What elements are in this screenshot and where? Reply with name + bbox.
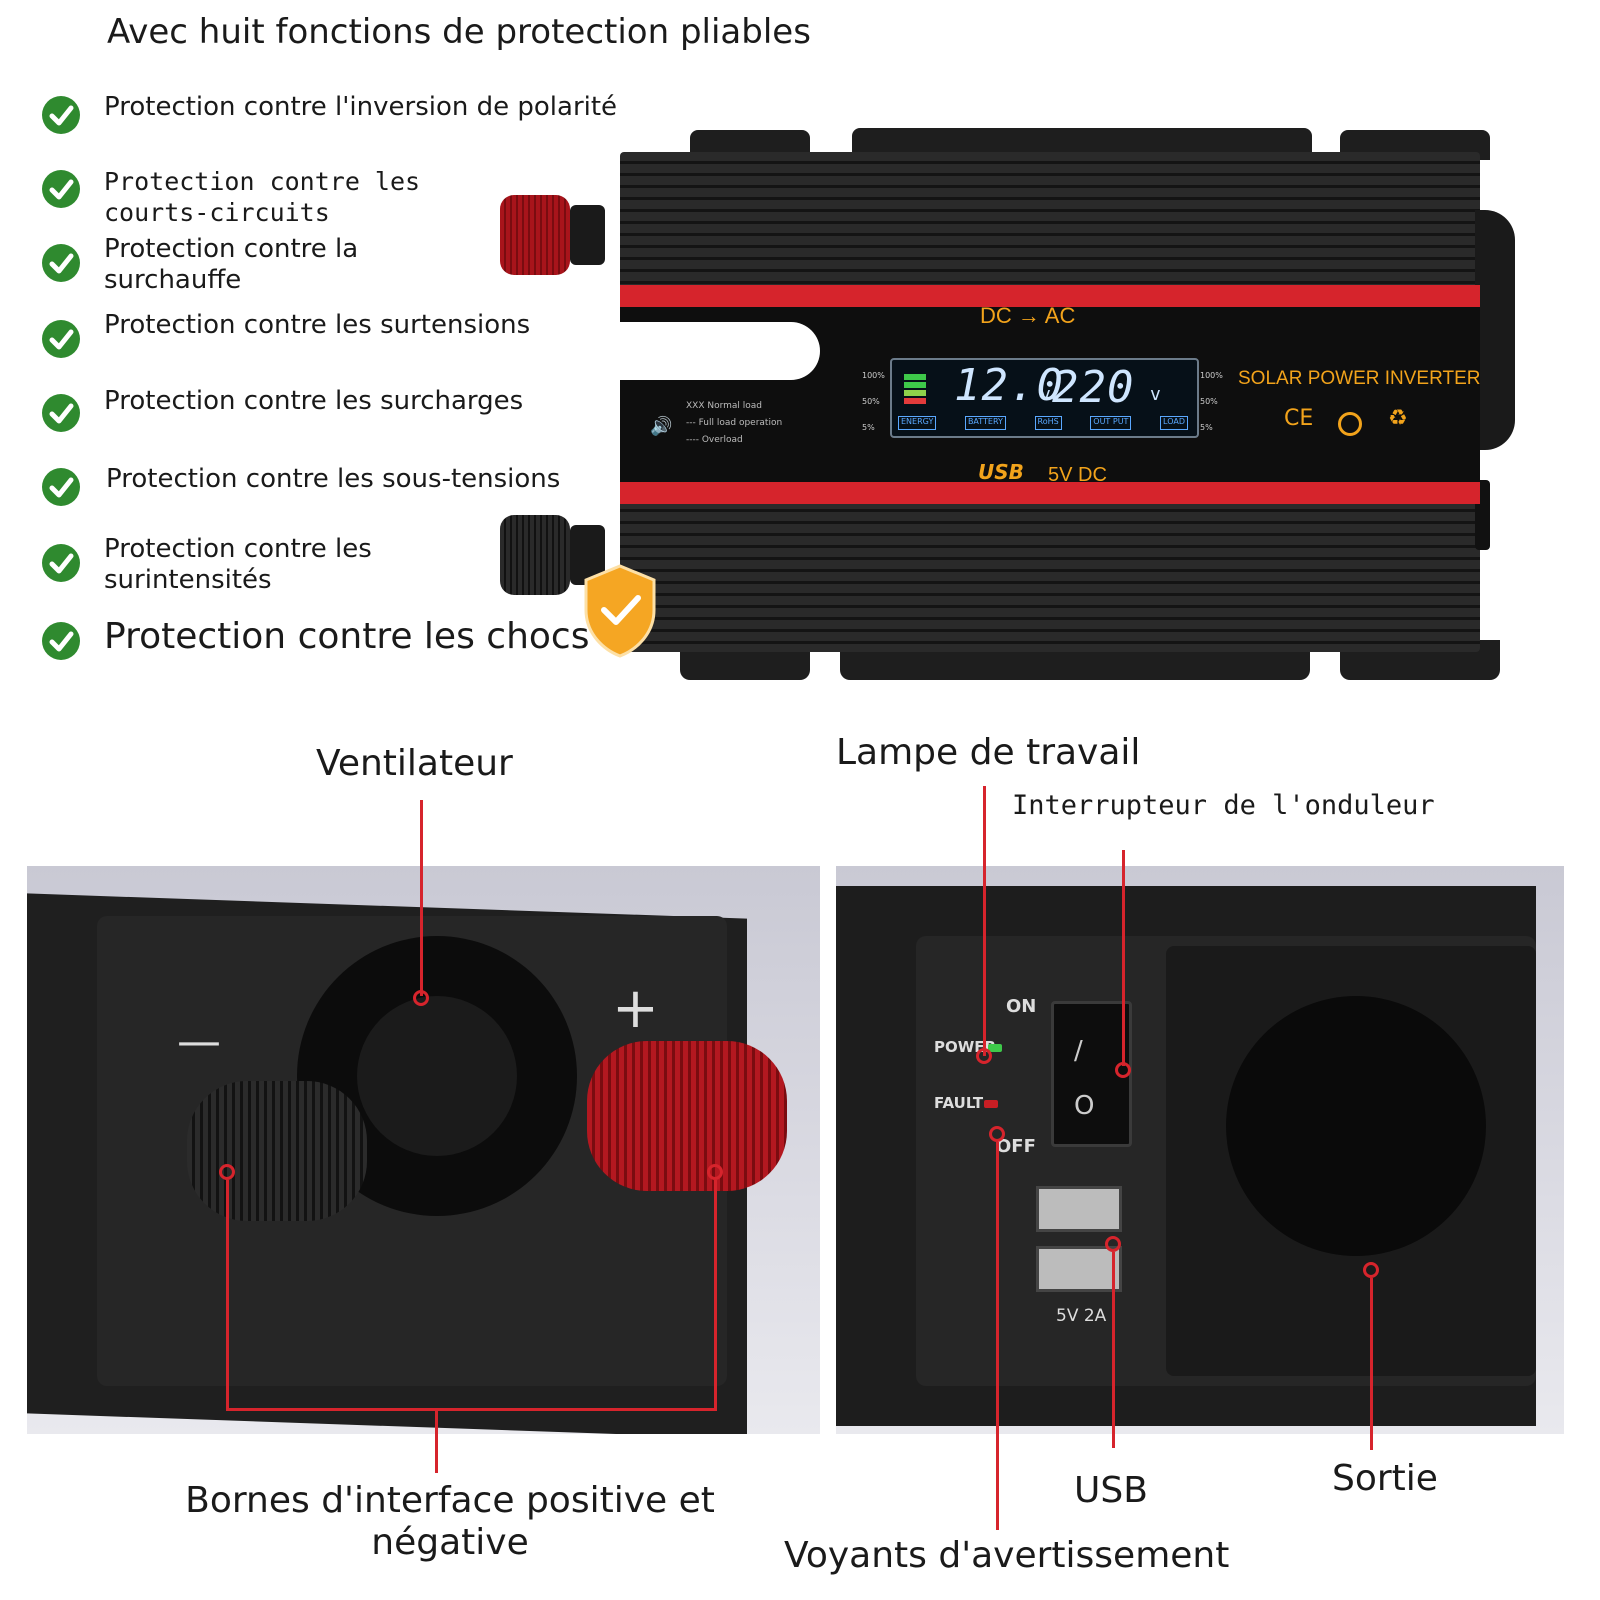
fault-label: FAULT (934, 1094, 984, 1112)
feature-label: Protection contre les chocs (104, 616, 590, 657)
usb-voltage: 5V DC (1048, 464, 1107, 486)
level-left: 50% (862, 397, 880, 406)
level-right: 5% (1200, 423, 1213, 432)
feature-label: Protection contre les surtensions (104, 310, 531, 340)
fan-side-photo: — + (27, 866, 820, 1434)
feature-item: Protection contre les sous-tensions (0, 464, 620, 524)
brand-label: SOLAR POWER INVERTER (1238, 368, 1481, 389)
feature-item: Protection contre les surtensions (0, 310, 620, 376)
input-unit: v (1040, 384, 1051, 405)
on-label: ON (1006, 996, 1037, 1017)
speaker-icon: 🔊 (650, 416, 673, 437)
lcd-display: 12.0 220 v v ENERGY BATTERY RoHS OUT PUT… (890, 358, 1199, 438)
usb-port[interactable] (1036, 1246, 1122, 1292)
check-icon (42, 394, 80, 432)
input-voltage: 12.0 (954, 360, 1064, 411)
level-right: 100% (1200, 371, 1223, 380)
ac-socket (1226, 996, 1486, 1256)
caption-usb: USB (1074, 1470, 1148, 1511)
feature-label: Protection contre l'inversion de polarit… (104, 92, 618, 122)
feature-label: Protection contre les sous-tensions (106, 464, 561, 494)
page-title: Avec huit fonctions de protection pliabl… (107, 12, 811, 52)
caption-work-lamp: Lampe de travail (836, 732, 1141, 773)
switch-on-mark: / (1074, 1036, 1083, 1066)
check-icon (42, 244, 80, 282)
output-voltage: 220 (1052, 362, 1135, 413)
level-right: 50% (1200, 397, 1218, 406)
feature-label: Protection contre les courts-circuits (104, 167, 421, 227)
positive-terminal (500, 195, 570, 275)
mode-label: DC → AC (980, 303, 1076, 328)
power-led (988, 1044, 1002, 1052)
positive-terminal (587, 1041, 787, 1191)
switch-off-mark: O (1074, 1091, 1095, 1121)
inverter-product: DC → AC 12.0 220 v v ENERGY BATTERY RoHS… (500, 120, 1570, 685)
plus-sign: + (612, 976, 659, 1041)
legend-item: XXX Normal load (686, 401, 763, 411)
feature-item: Protection contre la surchauffe (0, 234, 620, 300)
ce-mark: CE (1284, 406, 1314, 431)
off-label: OFF (996, 1136, 1036, 1157)
legend-item: --- Full load operation (686, 418, 783, 428)
feature-item: Protection contre les surintensités (0, 534, 620, 600)
feature-item: Protection contre les courts-circuits (0, 166, 620, 227)
usb-port[interactable] (1036, 1186, 1122, 1232)
fan-hub (357, 996, 517, 1156)
feature-item: Protection contre les surcharges (0, 386, 620, 450)
check-icon (42, 622, 80, 660)
check-icon (42, 468, 80, 506)
caption-warning: Voyants d'avertissement (784, 1535, 1230, 1576)
check-icon (42, 96, 80, 134)
feature-item: Protection contre l'inversion de polarit… (0, 92, 620, 152)
feature-label: Protection contre les surcharges (104, 386, 524, 416)
fault-led (984, 1100, 998, 1108)
socket-side-photo: / O ON OFF POWER FAULT 5V 2A (836, 866, 1564, 1434)
negative-terminal (500, 515, 570, 595)
feature-label: Protection contre les surintensités (104, 534, 372, 595)
caption-output: Sortie (1332, 1458, 1438, 1499)
negative-terminal (187, 1081, 367, 1221)
shield-icon (584, 564, 656, 658)
lcd-tag: LOAD (1160, 416, 1188, 430)
lcd-tag: ENERGY (898, 416, 937, 430)
lcd-tag: BATTERY (964, 416, 1006, 430)
lcd-tag: OUT PUT (1090, 416, 1132, 430)
usb-label: USB (978, 460, 1024, 484)
caption-terminals: Bornes d'interface positive et négative (185, 1480, 715, 1563)
output-unit: v (1150, 384, 1161, 405)
feature-item: Protection contre les chocs (0, 616, 620, 678)
feature-label: Protection contre la surchauffe (104, 234, 359, 295)
usb-rating: 5V 2A (1056, 1306, 1107, 1326)
minus-sign: — (177, 1016, 221, 1067)
certification-icon (1338, 412, 1362, 436)
check-icon (42, 544, 80, 582)
check-icon (42, 170, 80, 208)
level-left: 5% (862, 423, 875, 432)
check-icon (42, 320, 80, 358)
legend-item: ---- Overload (686, 435, 743, 445)
recycle-icon: ♻ (1388, 406, 1408, 431)
level-left: 100% (862, 371, 885, 380)
caption-fan: Ventilateur (316, 743, 513, 784)
caption-switch: Interrupteur de l'onduleur (1012, 790, 1435, 821)
lcd-tag: RoHS (1034, 416, 1062, 430)
